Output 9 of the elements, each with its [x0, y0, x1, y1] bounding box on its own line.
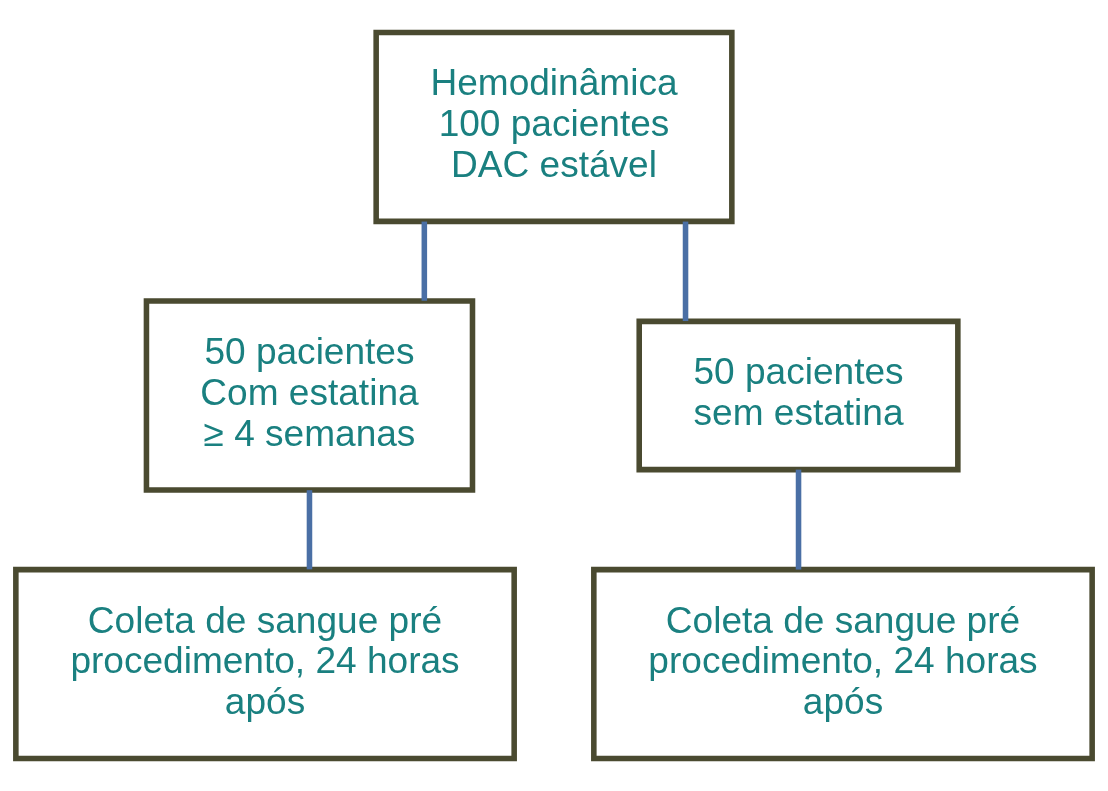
connector — [682, 221, 689, 322]
node-box: Coleta de sangue pré procedimento, 24 horas após — [13, 566, 517, 762]
node-box: Hemodinâmica 100 pacientes DAC estável — [373, 29, 735, 225]
node-box: 50 pacientes sem estatina — [636, 318, 961, 473]
node-box: Coleta de sangue pré procedimento, 24 horas após — [591, 566, 1095, 762]
connector — [421, 221, 428, 301]
connector — [306, 490, 313, 570]
connector — [795, 469, 802, 570]
node-box: 50 pacientes Com estatina ≥ 4 semanas — [143, 298, 476, 493]
